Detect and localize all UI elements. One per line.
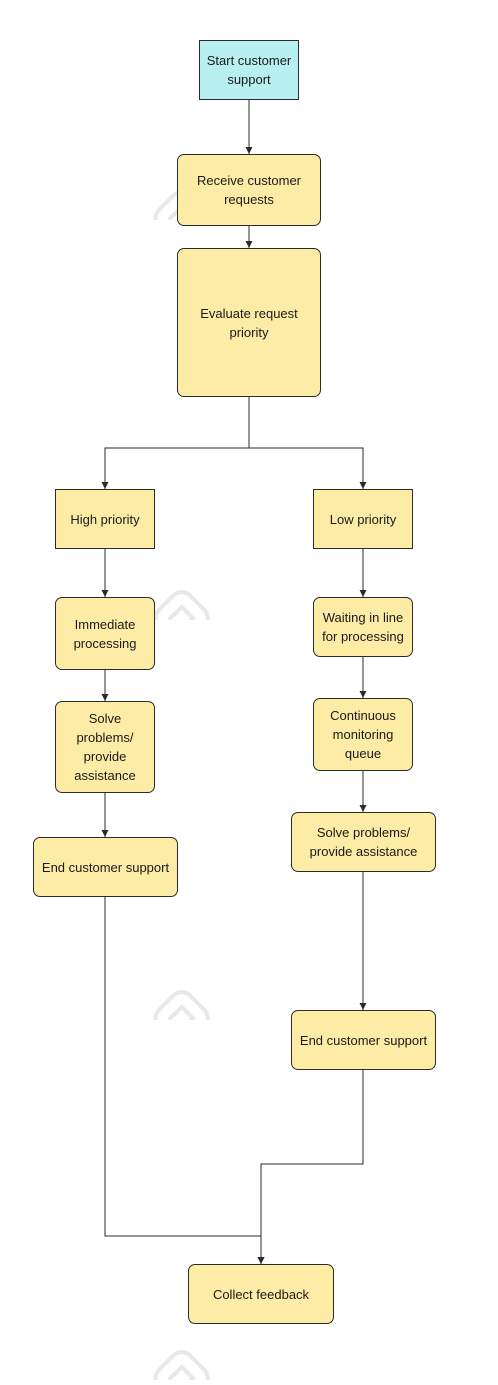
node-start-customer-support[interactable]: Start customer support — [199, 40, 299, 100]
connector-evaluate-high — [101, 397, 250, 489]
node-label: Collect feedback — [212, 1286, 310, 1302]
node-label: Low priority — [329, 511, 397, 527]
node-low-priority[interactable]: Low priority — [313, 489, 413, 549]
node-label: End customer support — [299, 1032, 428, 1048]
node-receive-customer-requests[interactable]: Receive customer requests — [177, 154, 321, 226]
node-end-customer-support-left[interactable]: End customer support — [33, 837, 178, 897]
node-evaluate-request-priority[interactable]: Evaluate request priority — [177, 248, 321, 397]
node-collect-feedback[interactable]: Collect feedback — [188, 1264, 334, 1324]
node-end-customer-support-right[interactable]: End customer support — [291, 1010, 436, 1070]
node-label: Solve problems/ provide assistance — [309, 825, 418, 859]
node-label: Evaluate request priority — [200, 305, 298, 340]
node-continuous-monitoring-queue[interactable]: Continuous monitoring queue — [313, 698, 413, 771]
connector-end-right-feedback — [257, 1070, 364, 1264]
node-label: Immediate processing — [73, 616, 137, 651]
node-label: Waiting in line for processing — [322, 610, 404, 644]
node-solve-problems-right[interactable]: Solve problems/ provide assistance — [291, 812, 436, 872]
node-label: Continuous monitoring queue — [330, 708, 396, 761]
node-solve-problems-left[interactable]: Solve problems/ provide assistance — [55, 701, 155, 793]
node-label: End customer support — [41, 859, 170, 875]
node-waiting-in-line[interactable]: Waiting in line for processing — [313, 597, 413, 657]
node-immediate-processing[interactable]: Immediate processing — [55, 597, 155, 670]
node-label: Solve problems/ provide assistance — [74, 711, 136, 783]
node-high-priority[interactable]: High priority — [55, 489, 155, 549]
node-label: Receive customer requests — [196, 173, 302, 207]
connector-evaluate-low — [249, 447, 367, 489]
node-label: Start customer support — [206, 53, 292, 87]
node-label: High priority — [70, 511, 140, 527]
connector-end-left-feedback — [104, 897, 265, 1264]
